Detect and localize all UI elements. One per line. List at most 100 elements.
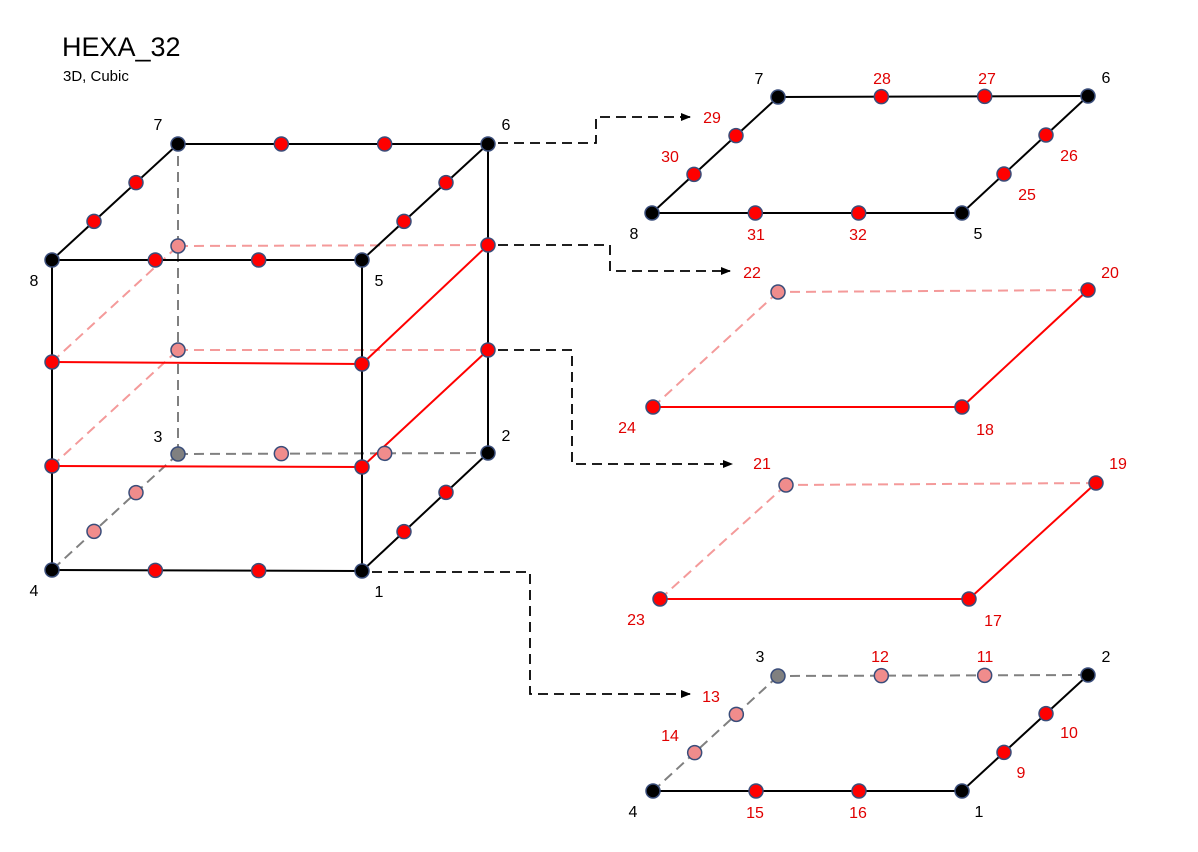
cube-corner-label-3: 3	[154, 429, 163, 446]
upper-mid-layer-edge-2	[777, 289, 1089, 293]
node-label-17: 17	[984, 613, 1002, 630]
cube-edge-node	[86, 213, 102, 230]
top-layer-edge-node	[728, 127, 744, 144]
cube-edge-node	[273, 136, 290, 152]
cube-corner-label-1: 1	[375, 584, 384, 601]
node-label-24: 24	[618, 420, 636, 437]
cube-corner-node-5	[354, 252, 370, 268]
top-layer-edge-node	[850, 205, 867, 221]
cube-edge-node	[396, 213, 412, 230]
cube-edge-3-4	[51, 453, 179, 571]
node-label-28: 28	[873, 71, 891, 88]
node-label-5: 5	[974, 226, 983, 243]
cube-mid-lower-front	[51, 465, 363, 468]
bottom-layer-edge-node	[686, 744, 703, 761]
node-label-26: 26	[1060, 148, 1078, 165]
cube-edge-node	[147, 252, 164, 268]
nodes	[44, 88, 1104, 799]
cube-corner-label-8: 8	[30, 273, 39, 290]
node-label-18: 18	[976, 422, 994, 439]
top-layer-edge-1	[961, 95, 1089, 214]
top-layer-corner-node-0	[644, 205, 660, 221]
upper-mid-layer-corner-node-2	[1080, 282, 1096, 298]
lower-mid-layer-corner-node-3	[778, 477, 794, 493]
diagram-title: HEXA_32	[62, 32, 181, 62]
cube-edge-node	[438, 174, 454, 191]
upper-mid-layer-edge-3	[652, 291, 779, 408]
node-label-3: 3	[756, 649, 765, 666]
node-label-8: 8	[630, 226, 639, 243]
node-label-29: 29	[703, 110, 721, 127]
cube-vertical-edge-node	[354, 356, 370, 372]
top-layer-edge-node	[1038, 127, 1054, 143]
upper-mid-layer-corner-node-0	[645, 399, 661, 415]
upper-mid-layer-corner-node-1	[954, 399, 970, 415]
top-layer-edge-node	[686, 166, 702, 183]
cube-hidden-edge-node	[376, 445, 393, 462]
node-label-32: 32	[849, 227, 867, 244]
cube-corner-label-5: 5	[375, 273, 384, 290]
diagram-subtitle: 3D, Cubic	[63, 68, 129, 85]
lower-mid-layer-edge-3	[659, 484, 787, 600]
top-layer-corner-node-1	[954, 205, 970, 221]
lower-mid-layer-corner-node-0	[652, 591, 668, 607]
cube-edge-node	[147, 562, 164, 579]
cube-hidden-vertical-edge-node	[170, 238, 186, 254]
bottom-layer-edge-node	[728, 706, 745, 723]
cube-edge-node	[376, 136, 393, 152]
arrow-upper-mid-layer	[498, 244, 731, 275]
edge-lines	[51, 95, 1097, 792]
node-label-14: 14	[661, 728, 679, 745]
node-label-9: 9	[1017, 765, 1026, 782]
arrow-bottom-layer	[372, 571, 691, 698]
cube-edge-4-1	[51, 569, 363, 572]
upper-mid-layer-corner-node-3	[770, 284, 786, 300]
cube-vertical-edge-node	[44, 354, 60, 370]
top-layer-edge-2	[777, 95, 1089, 98]
bottom-layer-edge-2	[777, 674, 1089, 677]
node-label-23: 23	[627, 612, 645, 629]
top-layer-corner-node-3	[770, 89, 786, 105]
cube-corner-label-4: 4	[30, 583, 39, 600]
node-label-30: 30	[661, 149, 679, 166]
cube-hidden-edge-node	[128, 484, 144, 501]
cube-hidden-vertical-edge-node	[170, 342, 186, 358]
arrow-connectors	[372, 113, 733, 698]
node-label-22: 22	[743, 265, 761, 282]
cube-edge-3-2	[177, 452, 489, 455]
node-label-2: 2	[1102, 649, 1111, 666]
node-label-12: 12	[871, 649, 889, 666]
bottom-layer-edge-1	[961, 674, 1089, 792]
node-label-27: 27	[978, 71, 996, 88]
cube-mid-upper-hidden-left	[51, 245, 179, 363]
cube-edge-node	[250, 252, 267, 268]
cube-edge-node	[396, 523, 412, 540]
cube-mid-upper-right	[361, 244, 489, 365]
node-label-11: 11	[977, 649, 994, 666]
node-label-15: 15	[746, 805, 764, 822]
cube-vertical-edge-node	[480, 342, 496, 358]
node-label-6: 6	[1102, 70, 1111, 87]
bottom-layer-corner-node-1	[954, 783, 970, 799]
cube-mid-lower-hidden-left	[51, 349, 179, 467]
cube-hidden-edge-node	[86, 523, 102, 540]
bottom-layer-edge-node	[1038, 705, 1054, 722]
bottom-layer-edge-node	[748, 783, 764, 799]
top-layer-edge-node	[976, 88, 993, 105]
bottom-layer-corner-node-3	[770, 668, 786, 684]
node-label-7: 7	[755, 71, 764, 88]
top-layer-corner-node-2	[1080, 88, 1096, 104]
cube-hidden-edge-node	[273, 445, 290, 462]
top-layer-edge-node	[996, 166, 1012, 182]
cube-corner-node-1	[354, 563, 370, 579]
cube-corner-node-4	[44, 562, 60, 578]
bottom-layer-corner-node-2	[1080, 667, 1096, 683]
bottom-layer-edge-node	[976, 667, 993, 684]
arrow-lower-mid-layer	[498, 349, 733, 468]
node-label-31: 31	[747, 227, 765, 244]
node-label-19: 19	[1109, 456, 1127, 473]
cube-vertical-edge-node	[44, 458, 60, 474]
node-label-10: 10	[1060, 725, 1078, 742]
bottom-layer-edge-node	[996, 744, 1012, 761]
